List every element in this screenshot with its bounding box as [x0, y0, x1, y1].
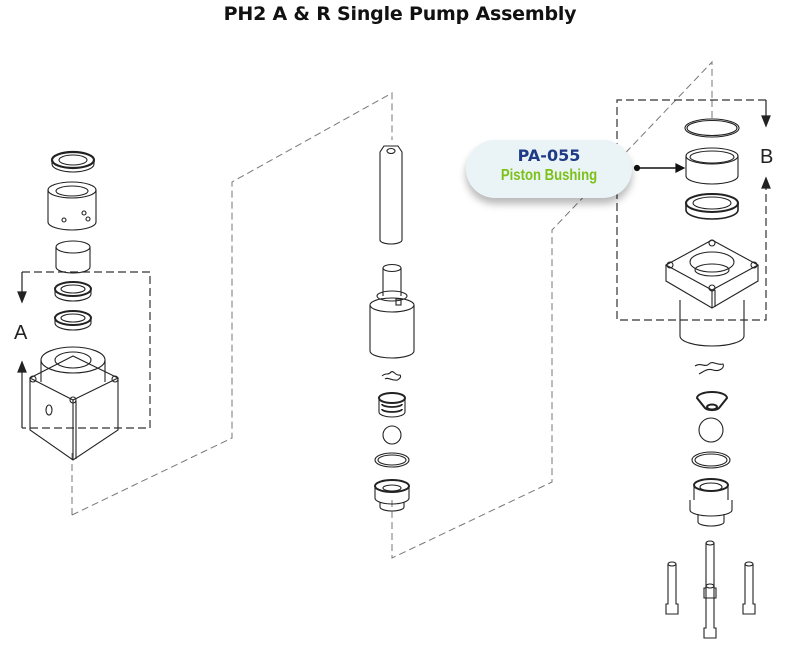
right-assembly — [664, 118, 760, 639]
group-b-box — [616, 99, 767, 321]
group-a-box — [22, 271, 151, 429]
retaining-clip-center — [381, 371, 402, 381]
check-ball-right — [698, 417, 724, 443]
valve-seat-right — [689, 478, 733, 527]
valve-seat-center — [374, 479, 410, 512]
piston-rod — [379, 145, 403, 245]
group-a-arrows — [17, 272, 27, 428]
assembly-guide-lines — [71, 60, 713, 559]
group-b-label: B — [760, 146, 774, 168]
seal-ring-2 — [54, 310, 92, 331]
group-b-arrows — [761, 100, 771, 189]
o-ring-top — [684, 118, 740, 138]
diagram-title: PH2 A & R Single Pump Assembly — [223, 3, 577, 25]
part-callout[interactable]: PA-055 Piston Bushing — [466, 140, 632, 198]
packing-nut — [47, 181, 97, 231]
group-a-label: A — [14, 322, 28, 344]
wiper-seal — [50, 150, 96, 173]
center-assembly — [369, 145, 415, 512]
valve-cage-right — [695, 391, 729, 412]
left-assembly — [28, 150, 120, 461]
check-ball-center — [382, 425, 402, 445]
callout-leader-arrow — [633, 163, 686, 173]
piston-bushing — [685, 147, 739, 185]
seal-ring-1 — [54, 281, 92, 302]
cylinder-flange — [664, 239, 760, 347]
part-number: PA-055 — [517, 146, 581, 165]
seal-ring-right — [685, 193, 739, 220]
bolt-3 — [665, 561, 679, 615]
bolt-2 — [703, 583, 717, 639]
o-ring-right — [691, 451, 731, 469]
manifold-block — [28, 346, 120, 461]
valve-cage-center — [378, 392, 406, 418]
retaining-clip-right — [694, 362, 724, 375]
piston — [369, 263, 415, 359]
part-name: Piston Bushing — [500, 167, 598, 184]
o-ring-center — [374, 452, 410, 468]
bushing — [55, 240, 91, 274]
bolt-4 — [742, 561, 756, 615]
